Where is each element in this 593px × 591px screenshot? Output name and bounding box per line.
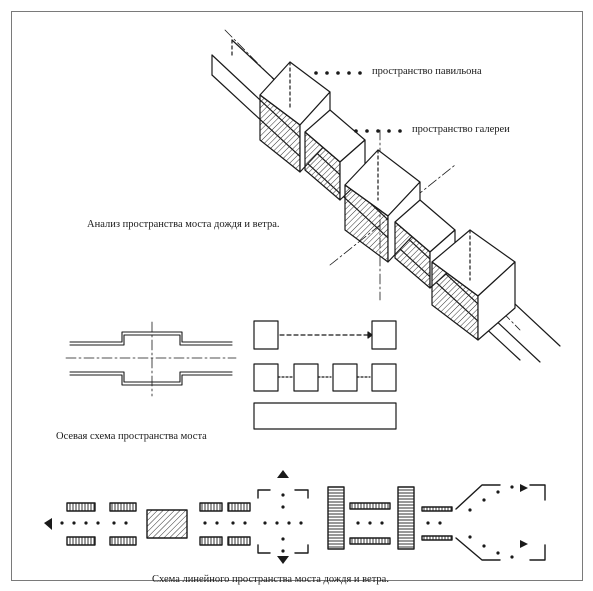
axonometric-bridge — [212, 30, 560, 362]
axial-plan-scheme — [66, 322, 236, 396]
axial-box-scheme — [254, 321, 396, 429]
pavilion-space-label: пространство павильона — [372, 67, 482, 78]
axial-scheme-caption: Осевая схема пространства моста — [56, 432, 207, 443]
linear-space-scheme — [44, 470, 545, 564]
analysis-caption: Анализ пространства моста дождя и ветра. — [87, 220, 279, 231]
linear-circulation-dots — [60, 485, 513, 558]
pavilion-leader-dots — [314, 71, 362, 75]
gallery-space-label: пространство галереи — [412, 125, 510, 136]
gallery-leader-dots — [354, 129, 402, 133]
linear-scheme-caption: Схема линейного пространства моста дождя… — [152, 575, 389, 586]
